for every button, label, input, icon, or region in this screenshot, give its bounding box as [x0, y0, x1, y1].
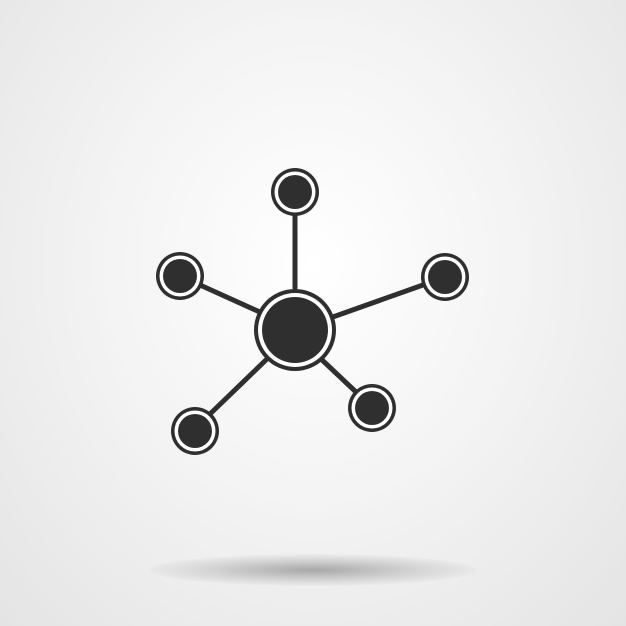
connector-right — [327, 282, 426, 321]
connector-lines — [197, 211, 426, 417]
hub-node — [254, 289, 336, 371]
connector-bottom-left — [207, 355, 271, 417]
drop-shadow — [150, 554, 476, 586]
connector-left — [197, 282, 265, 316]
satellite-node-bottom-right — [348, 384, 396, 432]
connector-bottom-right — [317, 355, 359, 395]
satellite-node-right — [421, 253, 469, 301]
satellite-node-left — [156, 252, 204, 300]
satellite-node-bottom-left — [171, 407, 219, 455]
satellite-node-top — [271, 168, 319, 216]
